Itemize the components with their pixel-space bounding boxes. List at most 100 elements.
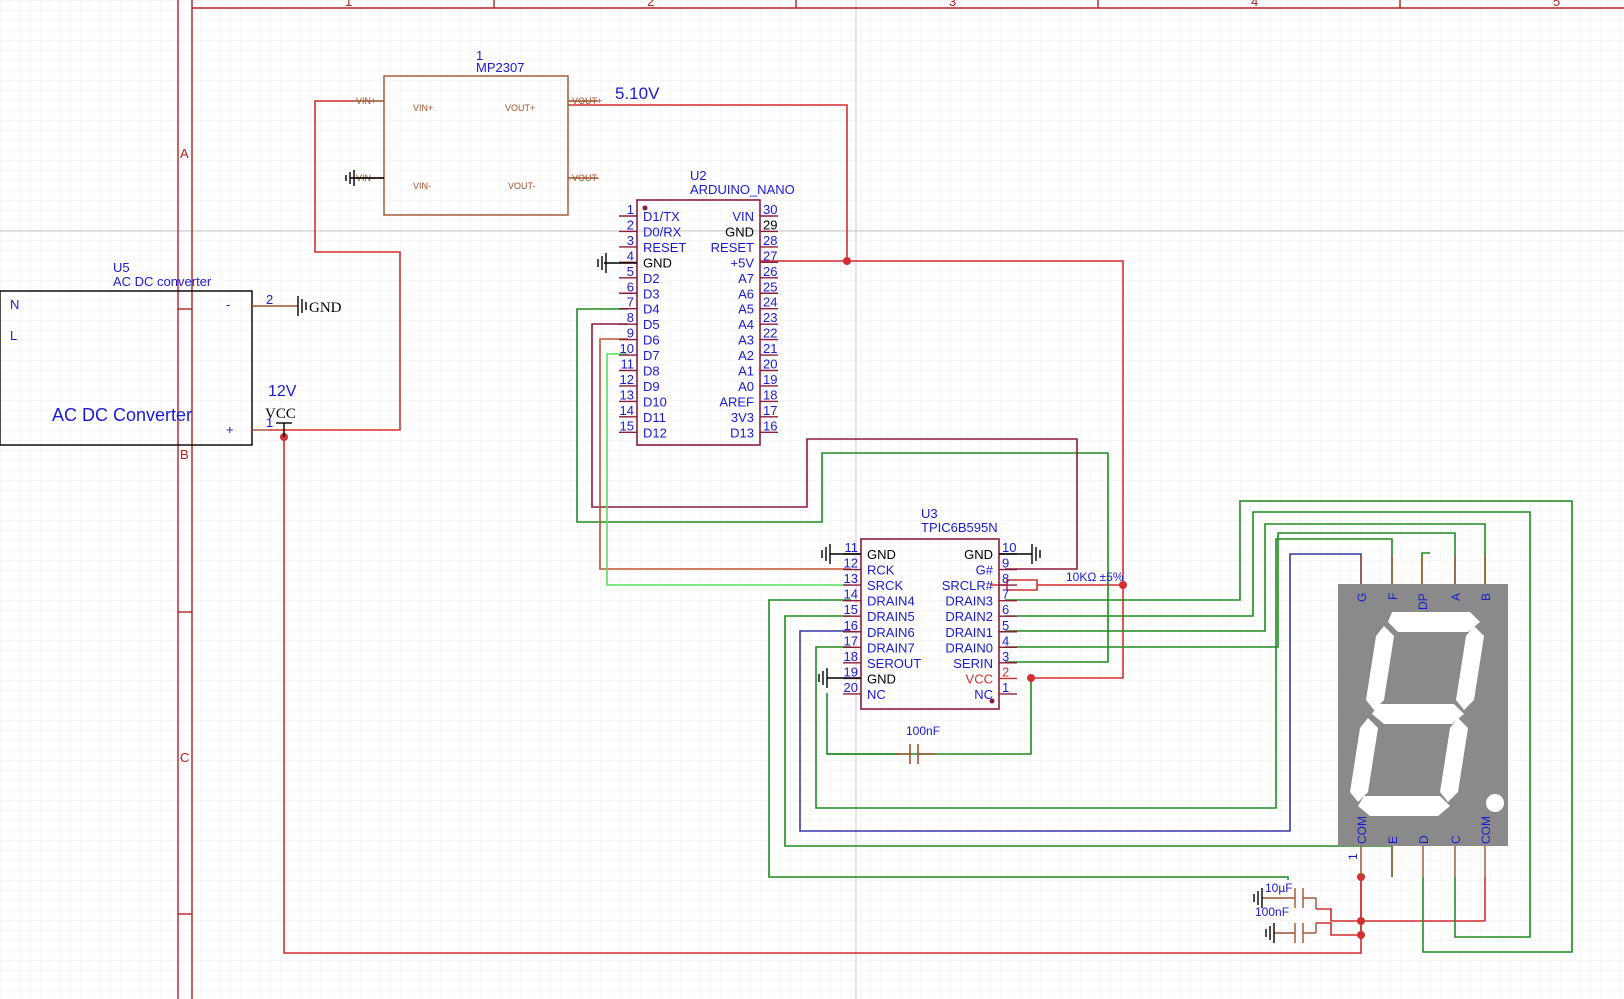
pin-name: DRAIN3 [945,594,993,609]
ic-pin[interactable]: 1NC [974,680,1017,702]
pin-name: RESET [643,240,686,255]
cap-100nf-value: 100nF [1255,905,1289,919]
ic-pin[interactable]: 9G# [976,556,1017,578]
ic-pin[interactable]: 29 GND [725,217,778,239]
converter-ref: U5 [113,260,130,275]
pin-number: 3 [627,233,634,248]
ic-pin[interactable]: 15 D12 [619,418,667,440]
ic-pin[interactable]: 7 DRAIN3 [945,587,1017,609]
pin-number: 14 [844,587,858,602]
pin-label: VOUT+ [505,103,535,113]
converter-u5[interactable]: U5 AC DC converter N L AC DC Converter -… [0,260,342,446]
pin1-marker [642,205,648,211]
pin-name: D12 [643,425,667,440]
pin-number: 29 [763,217,777,232]
pin-number: 4 [1002,633,1009,648]
pin-number: 7 [1002,587,1009,602]
regulator-mp2307[interactable]: 1 MP2307 VIN+ VIN+ VOUT+ VOUT+ VIN- VIN-… [345,48,660,216]
pin-name: A5 [738,302,754,317]
pin-name: D3 [643,286,660,301]
pin-label: VOUT- [508,181,536,191]
pin-name: D9 [643,379,660,394]
pin-number: 13 [844,571,858,586]
pin-number: 2 [627,217,634,232]
ic-pin[interactable]: 30 VIN [732,202,778,224]
display-pin-b: B [1479,593,1493,601]
pin-number: 15 [620,418,634,433]
pin-name: GND [725,224,754,239]
column-label: 2 [647,0,654,9]
pin-number: 18 [844,649,858,664]
converter-pin-n: N [10,297,19,312]
decoupling-cap-value: 100nF [906,724,940,738]
pin-number: 5 [627,264,634,279]
ground-icon [1253,888,1275,943]
column-label: 4 [1251,0,1258,9]
arduino-ref: U2 [690,168,707,183]
pin-name: A3 [738,333,754,348]
pin-number: 16 [844,618,858,633]
converter-body [0,290,253,446]
ic-pin[interactable]: 27+5V [731,248,779,270]
pin-number: 30 [763,202,777,217]
decoupling-capacitor[interactable]: 100nF [895,724,940,764]
power-wires[interactable] [268,100,1486,954]
bulk-capacitors[interactable]: 10µF 100nF [1253,881,1317,943]
ic-pin[interactable]: 3 RESET [619,233,686,255]
pin-name: D11 [643,410,666,425]
pin-name: VIN [732,209,754,224]
regulator-ref: 1 [476,48,483,63]
pin-number: 17 [763,403,777,418]
converter-pin-l: L [10,328,17,343]
display-pin-e: E [1386,836,1400,844]
display-pin-f: F [1386,593,1400,600]
seven-segment-display[interactable]: G F DP A B COM E D C COM 1 [1338,556,1508,877]
regulator-body [383,75,569,216]
net-label-12v: 12V [268,383,297,400]
pin-name: DRAIN2 [945,609,993,624]
